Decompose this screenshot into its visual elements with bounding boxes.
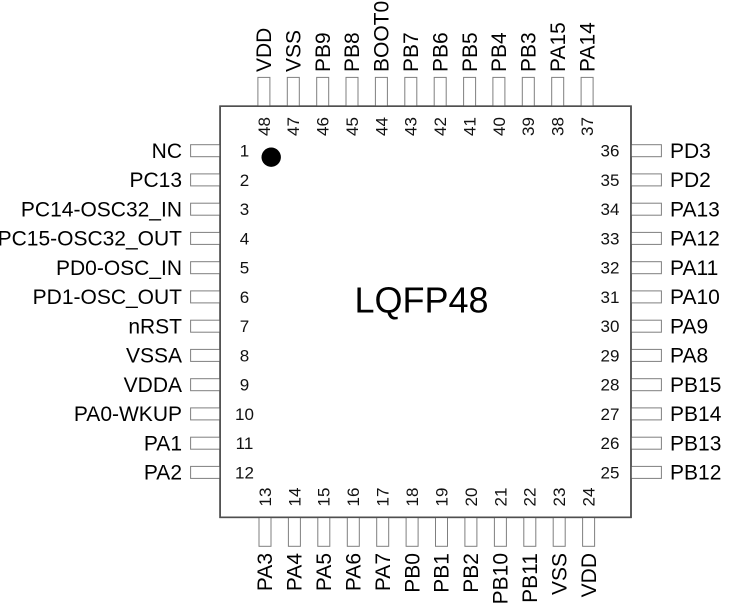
svg-text:36: 36 (601, 142, 620, 161)
svg-text:PB15: PB15 (670, 374, 721, 397)
svg-text:13: 13 (256, 488, 275, 507)
svg-text:VDD: VDD (253, 28, 276, 72)
svg-text:23: 23 (550, 488, 569, 507)
svg-text:BOOT0: BOOT0 (371, 1, 394, 72)
svg-text:2: 2 (240, 171, 249, 190)
svg-text:PB8: PB8 (341, 32, 364, 72)
svg-text:28: 28 (601, 376, 620, 395)
svg-text:PA1: PA1 (144, 432, 182, 455)
svg-text:37: 37 (578, 117, 597, 136)
svg-text:PB6: PB6 (429, 32, 452, 72)
svg-text:PB0: PB0 (401, 553, 424, 593)
svg-text:PA14: PA14 (576, 22, 599, 72)
svg-text:PB11: PB11 (519, 553, 542, 603)
svg-text:27: 27 (601, 405, 620, 424)
svg-text:39: 39 (519, 117, 538, 136)
svg-text:34: 34 (601, 200, 620, 219)
svg-text:PA8: PA8 (670, 345, 708, 368)
svg-text:PA9: PA9 (670, 315, 708, 338)
svg-text:PA7: PA7 (372, 553, 395, 591)
svg-text:5: 5 (240, 259, 249, 278)
svg-text:44: 44 (372, 117, 391, 136)
svg-text:PA15: PA15 (547, 22, 570, 72)
svg-text:42: 42 (431, 117, 450, 136)
svg-text:3: 3 (240, 200, 249, 219)
svg-text:16: 16 (344, 488, 363, 507)
svg-text:43: 43 (402, 117, 421, 136)
svg-text:PB1: PB1 (431, 553, 454, 593)
svg-text:PA13: PA13 (670, 198, 720, 221)
svg-text:48: 48 (255, 117, 274, 136)
svg-text:24: 24 (580, 488, 599, 507)
svg-text:PB7: PB7 (400, 32, 423, 72)
svg-text:nRST: nRST (128, 315, 182, 338)
svg-text:9: 9 (240, 376, 249, 395)
svg-text:32: 32 (601, 259, 620, 278)
svg-text:21: 21 (491, 488, 510, 507)
svg-text:PB3: PB3 (518, 32, 541, 72)
svg-text:PD0-OSC_IN: PD0-OSC_IN (56, 257, 182, 280)
svg-text:PD1-OSC_OUT: PD1-OSC_OUT (33, 286, 183, 309)
svg-text:20: 20 (462, 488, 481, 507)
svg-text:38: 38 (549, 117, 568, 136)
svg-text:30: 30 (601, 317, 620, 336)
svg-text:14: 14 (285, 488, 304, 507)
svg-text:25: 25 (601, 463, 620, 482)
svg-text:18: 18 (403, 488, 422, 507)
svg-text:PC15-OSC32_OUT: PC15-OSC32_OUT (0, 228, 182, 251)
svg-text:LQFP48: LQFP48 (354, 280, 488, 321)
svg-text:19: 19 (432, 488, 451, 507)
svg-text:35: 35 (601, 171, 620, 190)
svg-text:11: 11 (236, 434, 254, 453)
svg-text:PC14-OSC32_IN: PC14-OSC32_IN (21, 198, 182, 221)
svg-text:PA10: PA10 (670, 286, 720, 309)
svg-text:PB10: PB10 (490, 553, 513, 604)
svg-text:47: 47 (284, 117, 303, 136)
svg-text:1: 1 (240, 142, 249, 161)
svg-text:PD2: PD2 (670, 169, 711, 192)
svg-text:22: 22 (521, 488, 540, 507)
svg-text:NC: NC (152, 140, 182, 163)
svg-text:PA4: PA4 (284, 553, 307, 591)
svg-text:PB5: PB5 (459, 32, 482, 72)
svg-text:12: 12 (235, 463, 254, 482)
svg-text:45: 45 (343, 117, 362, 136)
svg-text:PA11: PA11 (670, 257, 718, 280)
svg-text:PA5: PA5 (313, 553, 336, 591)
svg-text:7: 7 (240, 317, 249, 336)
svg-text:33: 33 (601, 229, 620, 248)
svg-text:10: 10 (235, 405, 254, 424)
svg-text:4: 4 (240, 229, 249, 248)
svg-text:15: 15 (315, 488, 334, 507)
svg-text:PB9: PB9 (312, 32, 335, 72)
svg-text:VSS: VSS (283, 30, 306, 72)
svg-text:46: 46 (314, 117, 333, 136)
svg-text:31: 31 (601, 288, 620, 307)
svg-text:VSS: VSS (548, 553, 571, 595)
svg-text:PA0-WKUP: PA0-WKUP (74, 403, 182, 426)
svg-text:26: 26 (601, 434, 620, 453)
svg-text:PB14: PB14 (670, 403, 722, 426)
svg-text:PC13: PC13 (129, 169, 182, 192)
svg-text:41: 41 (461, 117, 480, 136)
svg-text:29: 29 (601, 346, 620, 365)
svg-text:PA6: PA6 (343, 553, 366, 591)
svg-text:PB4: PB4 (488, 32, 511, 72)
svg-text:PB13: PB13 (670, 432, 721, 455)
svg-text:PB12: PB12 (670, 462, 721, 485)
svg-text:8: 8 (240, 346, 249, 365)
svg-text:PD3: PD3 (670, 140, 711, 163)
svg-text:VDD: VDD (578, 553, 601, 597)
svg-text:17: 17 (374, 488, 393, 507)
svg-text:PA3: PA3 (254, 553, 277, 591)
svg-text:40: 40 (490, 117, 509, 136)
svg-text:VDDA: VDDA (124, 374, 182, 397)
svg-text:PB2: PB2 (460, 553, 483, 593)
svg-text:VSSA: VSSA (126, 345, 182, 368)
svg-text:PA2: PA2 (144, 462, 182, 485)
svg-text:PA12: PA12 (670, 228, 720, 251)
svg-text:6: 6 (240, 288, 249, 307)
